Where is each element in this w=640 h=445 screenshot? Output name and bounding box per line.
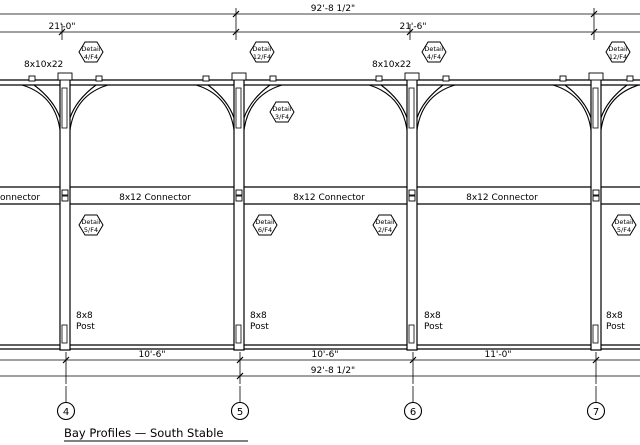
post-word-5: Post (250, 322, 269, 332)
connector-label-1: 8x12 Connector (119, 193, 191, 203)
detail-callout-6: Detail 5/F4 (78, 214, 104, 236)
svg-text:6: 6 (410, 407, 416, 418)
detail-callout-4: Detail 4/F4 (421, 41, 447, 63)
svg-text:Detail: Detail (252, 45, 271, 53)
svg-text:5: 5 (237, 407, 243, 418)
svg-text:5/F4: 5/F4 (617, 226, 631, 234)
post-label-4: 8x8 (76, 311, 93, 321)
post-6 (406, 74, 418, 351)
bottom-bay-dimension-6-7: 11'-0" (484, 350, 511, 360)
svg-text:12/F4: 12/F4 (609, 53, 627, 61)
post-7 (590, 74, 602, 351)
svg-text:5/F4: 5/F4 (84, 226, 98, 234)
connector-beam (0, 186, 640, 205)
detail-callout-8: Detail 2/F4 (372, 214, 398, 236)
post-word-7: Post (606, 322, 625, 332)
svg-text:Detail: Detail (614, 218, 633, 226)
joint-markers (28, 72, 634, 202)
svg-text:7: 7 (593, 407, 599, 418)
top-bay-dimension-right: 21'-6" (399, 22, 426, 32)
post-word-6: Post (424, 322, 443, 332)
detail-callout-2: Detail 12/F4 (249, 41, 275, 63)
connector-label-2: 8x12 Connector (293, 193, 365, 203)
overall-dimension-bottom: 92'-8 1/2" (311, 366, 355, 376)
detail-callout-9: Detail 5/F4 (611, 214, 637, 236)
svg-text:Detail: Detail (81, 45, 100, 53)
post-label-6: 8x8 (424, 311, 441, 321)
connector-label-3: 8x12 Connector (466, 193, 538, 203)
svg-text:Detail: Detail (424, 45, 443, 53)
detail-callout-3: Detail 3/F4 (269, 101, 295, 123)
detail-callout-5: Detail 12/F4 (605, 41, 631, 63)
detail-callout-1: Detail 4/F4 (78, 41, 104, 63)
svg-text:4/F4: 4/F4 (84, 53, 98, 61)
overall-dimension-top: 92'-8 1/2" (311, 4, 355, 14)
drawing-caption: Bay Profiles — South Stable (64, 426, 223, 440)
bottom-bay-dimension-4-5: 10'-6" (138, 350, 165, 360)
svg-text:3/F4: 3/F4 (275, 113, 289, 121)
beam-label-right: 8x10x22 (372, 60, 411, 70)
svg-text:6/F4: 6/F4 (258, 226, 272, 234)
post-label-7: 8x8 (606, 311, 623, 321)
top-bay-dimension-left: 21'-0" (48, 22, 75, 32)
ground-line (0, 344, 640, 350)
bottom-bay-dimension-5-6: 10'-6" (311, 350, 338, 360)
post-4 (59, 74, 71, 351)
connector-label-partial: onnector (0, 193, 40, 203)
gridline-leaders (65, 386, 597, 402)
svg-text:2/F4: 2/F4 (378, 226, 392, 234)
gridline-bubble-7: 7 (586, 401, 606, 421)
gridline-bubble-4: 4 (56, 401, 76, 421)
beam-label-left: 8x10x22 (24, 60, 63, 70)
svg-text:4: 4 (63, 407, 69, 418)
post-word-4: Post (76, 322, 95, 332)
dimension-lines (0, 8, 640, 384)
svg-text:4/F4: 4/F4 (427, 53, 441, 61)
detail-callout-7: Detail 6/F4 (252, 214, 278, 236)
knee-braces (21, 84, 640, 131)
gridline-bubble-5: 5 (230, 401, 250, 421)
svg-text:Detail: Detail (608, 45, 627, 53)
svg-text:Detail: Detail (81, 218, 100, 226)
svg-text:Detail: Detail (375, 218, 394, 226)
svg-text:12/F4: 12/F4 (253, 53, 271, 61)
post-label-5: 8x8 (250, 311, 267, 321)
gridline-bubble-6: 6 (403, 401, 423, 421)
svg-text:Detail: Detail (255, 218, 274, 226)
post-5 (233, 74, 245, 351)
svg-text:Detail: Detail (272, 105, 291, 113)
